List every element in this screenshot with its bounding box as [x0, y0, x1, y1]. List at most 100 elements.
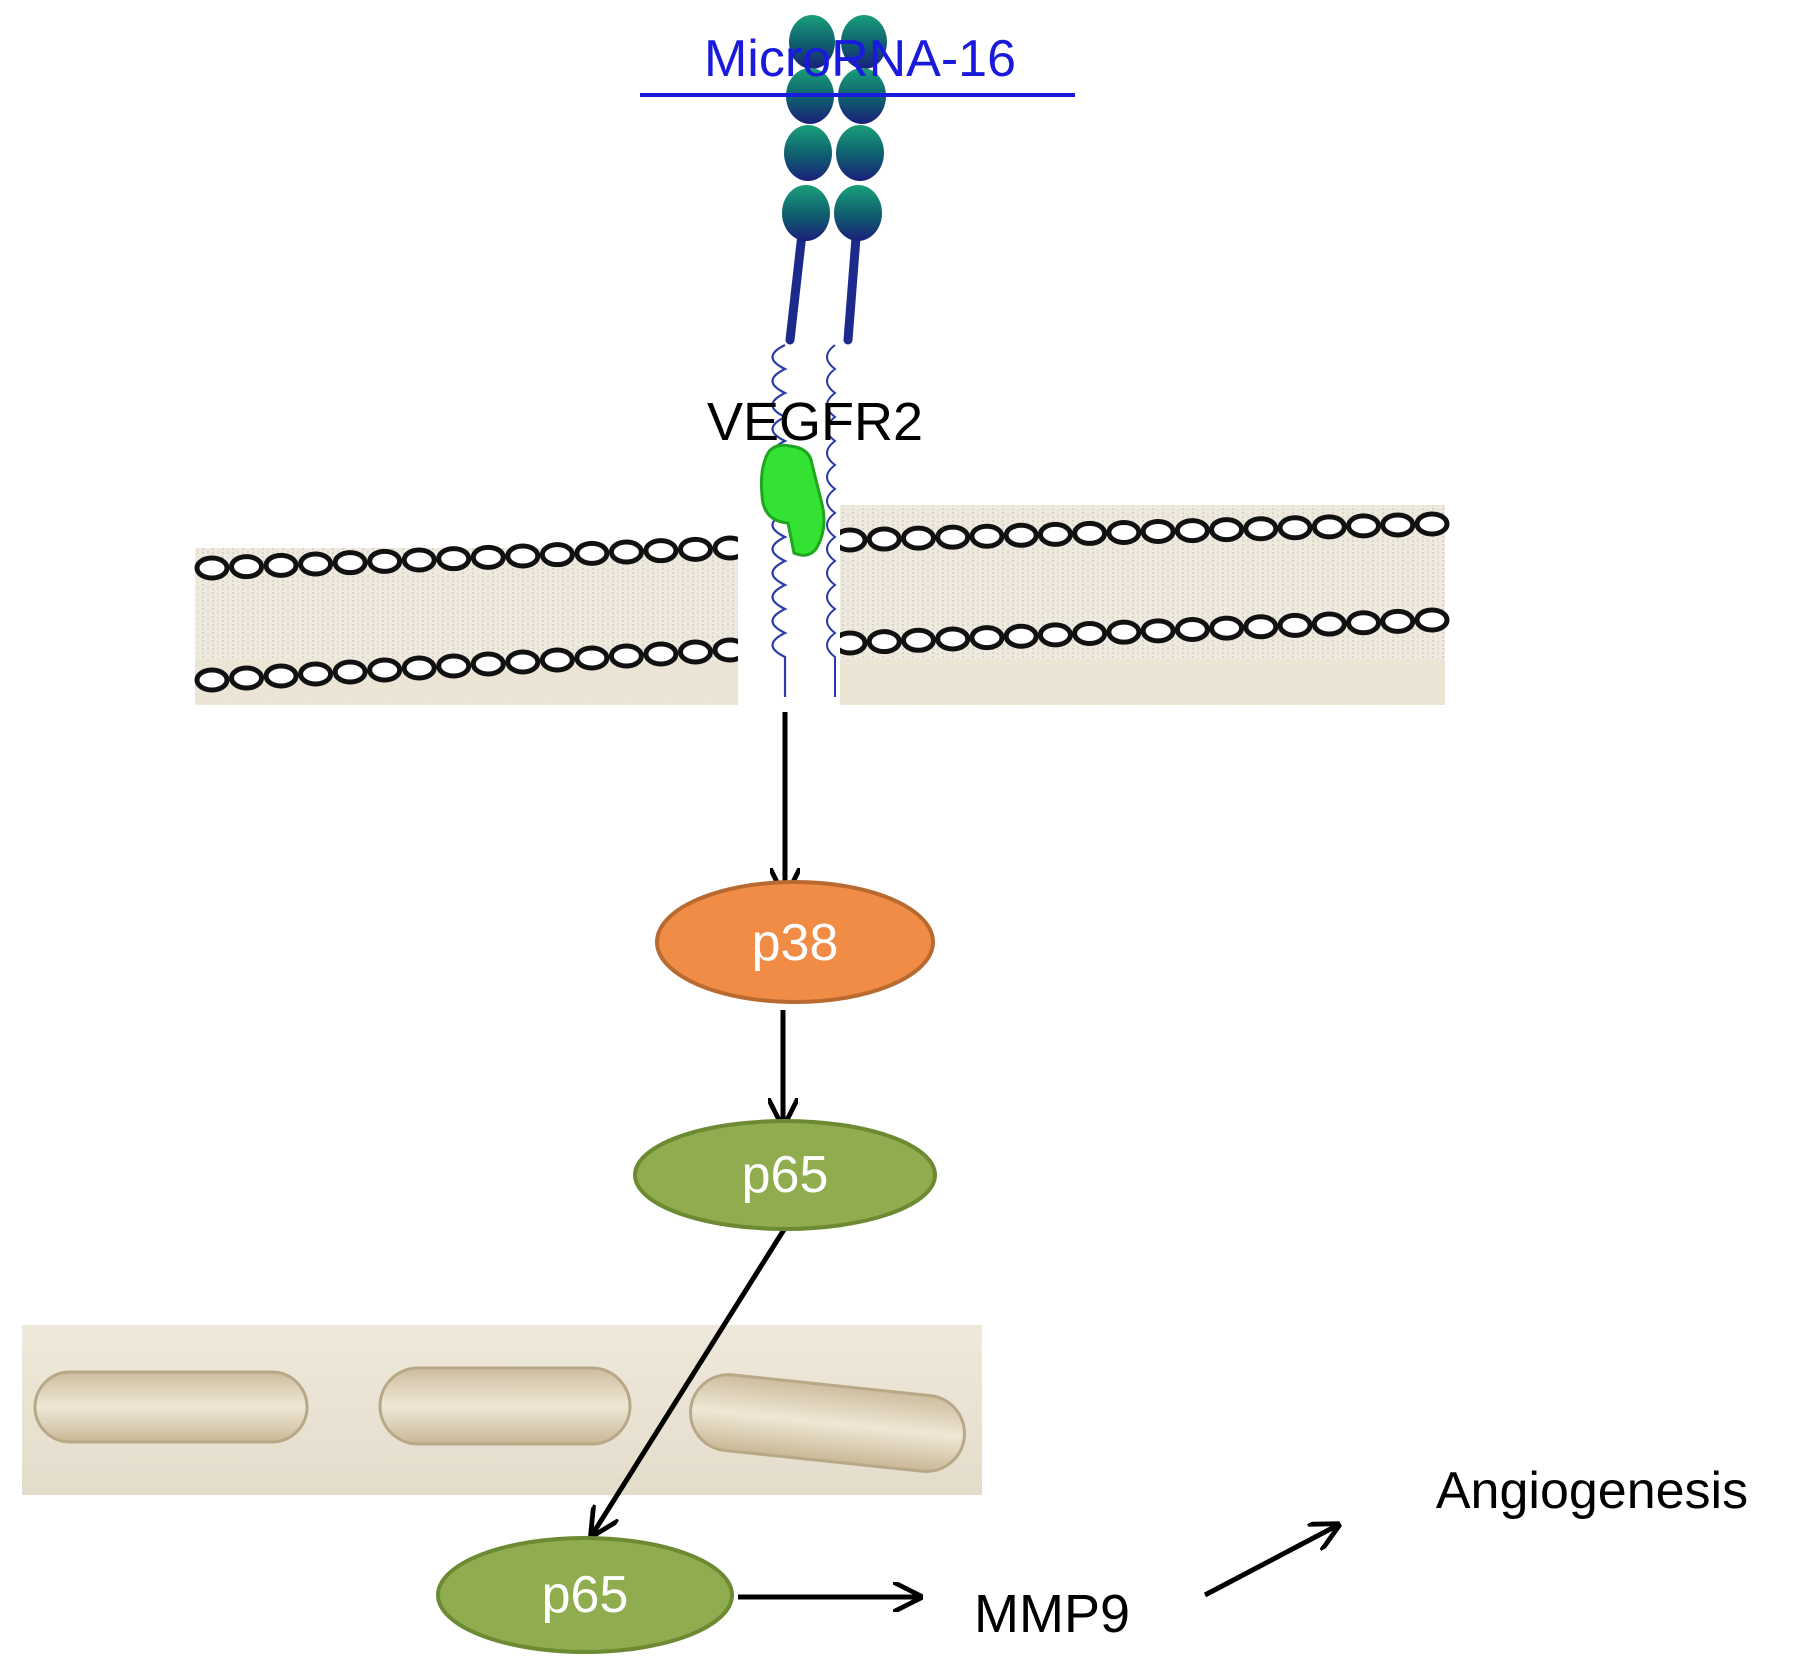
lipid-headgroup	[1346, 610, 1382, 636]
nuclear-pore-capsule-2	[378, 1366, 632, 1446]
lipid-headgroup	[401, 547, 437, 573]
lipid-headgroup	[608, 539, 644, 565]
cell-membrane	[194, 505, 1450, 705]
angiogenesis-label: Angiogenesis	[1436, 1462, 1748, 1520]
arrow-mmp9-to-angiogenesis	[1203, 1525, 1338, 1598]
p38-label: p38	[752, 914, 839, 972]
lipid-headgroup	[505, 649, 541, 675]
arrow-p65-to-nucleus	[592, 1226, 788, 1535]
lipid-headgroup	[935, 626, 971, 652]
lipid-headgroup	[1311, 611, 1347, 637]
lipid-headgroup	[900, 627, 936, 653]
lipid-headgroup	[900, 525, 936, 551]
bead	[834, 185, 882, 241]
lipid-headgroup	[1037, 521, 1073, 547]
lipid-headgroup	[539, 542, 575, 568]
lipid-headgroup	[298, 551, 334, 577]
lipid-headgroup	[1346, 513, 1382, 539]
bead	[784, 125, 832, 181]
mmp9-label: MMP9	[974, 1584, 1130, 1644]
lipid-headgroup	[935, 524, 971, 550]
microrna-title-group: MicroRNA-16	[640, 30, 1075, 97]
p38-oval	[655, 880, 935, 1004]
receptor-domain-beads	[782, 15, 887, 241]
receptor-stalk-right	[843, 220, 862, 345]
lipid-headgroup	[1003, 522, 1039, 548]
kinase-domain	[759, 443, 826, 557]
lipid-headgroup	[539, 647, 575, 673]
node-p65-cytoplasm: p65	[633, 1119, 937, 1231]
lipid-headgroup	[1174, 518, 1210, 544]
lipid-headgroup	[263, 552, 299, 578]
p65-nucleus-oval	[436, 1536, 734, 1654]
lipid-headgroup	[1106, 619, 1142, 645]
diagram-title: MicroRNA-16	[704, 30, 1016, 88]
lipid-headgroup	[367, 657, 403, 683]
lipid-headgroup	[1072, 520, 1108, 546]
nuclear-pore-capsule-3	[689, 1373, 966, 1473]
lipid-headgroup	[194, 667, 230, 693]
p65-cytoplasm-label: p65	[742, 1146, 829, 1204]
lipid-headgroup	[969, 625, 1005, 651]
bead	[782, 185, 830, 241]
lipid-headgroup	[401, 655, 437, 681]
lipid-headgroup	[229, 665, 265, 691]
lipid-headgroup	[1311, 514, 1347, 540]
lipid-headgroup	[1277, 612, 1313, 638]
lipid-headgroup	[866, 629, 902, 655]
receptor-coil-right	[826, 344, 837, 697]
receptor-label: VEGFR2	[707, 392, 923, 452]
lipid-headgroup	[470, 651, 506, 677]
lipid-headgroup	[643, 538, 679, 564]
lipid-headgroup	[332, 550, 368, 576]
lipid-headgroup	[643, 641, 679, 667]
lipid-headgroup	[332, 659, 368, 685]
lipid-headgroup	[1414, 607, 1450, 633]
p65-cytoplasm-oval	[633, 1119, 937, 1231]
lipid-headgroup	[194, 555, 230, 581]
lipid-headgroup	[866, 526, 902, 552]
lipid-headgroup	[229, 554, 265, 580]
lipid-headgroup	[1243, 614, 1279, 640]
bead	[836, 125, 884, 181]
bead	[841, 15, 887, 69]
lipid-headgroup	[470, 544, 506, 570]
lipid-headgroup	[1380, 512, 1416, 538]
lipid-headgroup	[677, 536, 713, 562]
lipid-headgroup	[1174, 616, 1210, 642]
lipid-headgroup	[1106, 519, 1142, 545]
lipid-headgroup	[608, 643, 644, 669]
lipid-headgroup	[298, 661, 334, 687]
lipid-headgroup	[574, 540, 610, 566]
lipid-headgroup	[1140, 519, 1176, 545]
lipid-headgroup	[1414, 511, 1450, 537]
vegfr2-receptor	[738, 15, 887, 710]
pathway-arrows	[592, 712, 1338, 1597]
lipid-headgroup	[969, 523, 1005, 549]
lipid-headgroup	[574, 645, 610, 671]
lipid-headgroup	[1140, 618, 1176, 644]
lipid-headgroup	[1380, 608, 1416, 634]
lipid-headgroup	[1209, 517, 1245, 543]
lipid-headgroup	[1243, 516, 1279, 542]
lipid-headgroup	[436, 653, 472, 679]
p65-nucleus-label: p65	[542, 1566, 629, 1624]
lipid-headgroup	[1003, 623, 1039, 649]
lipid-headgroup	[1209, 615, 1245, 641]
nuclear-envelope	[22, 1325, 982, 1495]
node-p65-nucleus: p65	[436, 1536, 734, 1654]
receptor-stalk-left	[785, 220, 808, 345]
node-p38: p38	[655, 880, 935, 1004]
membrane-headgroups	[194, 511, 1450, 693]
lipid-headgroup	[677, 639, 713, 665]
lipid-headgroup	[505, 543, 541, 569]
lipid-headgroup	[1072, 621, 1108, 647]
lipid-headgroup	[1277, 515, 1313, 541]
bead	[789, 15, 835, 69]
lipid-headgroup	[263, 663, 299, 689]
lipid-headgroup	[367, 548, 403, 574]
lipid-headgroup	[1037, 622, 1073, 648]
lipid-headgroup	[436, 546, 472, 572]
nuclear-pore-capsule-1	[33, 1370, 309, 1444]
